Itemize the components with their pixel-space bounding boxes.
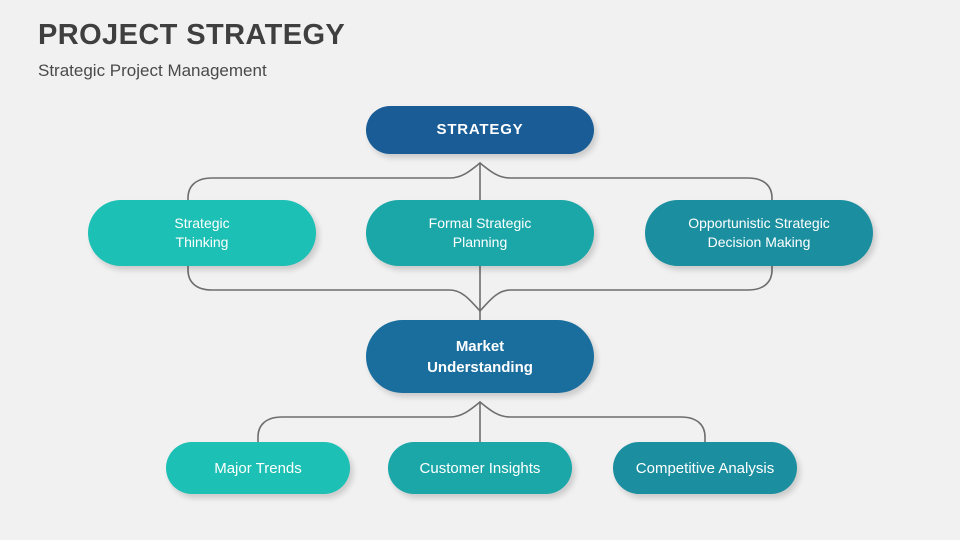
brace-level2-to-market [187,265,773,321]
node-competitive-analysis-label: Competitive Analysis [635,459,775,477]
node-formal-strategic-planning-label: Formal Strategic Planning [428,215,532,250]
node-competitive-analysis[interactable]: Competitive Analysis [613,442,797,494]
node-major-trends[interactable]: Major Trends [166,442,350,494]
node-opportunistic-strategic-decision-making[interactable]: Opportunistic Strategic Decision Making [645,200,873,266]
node-strategy[interactable]: STRATEGY [366,106,594,154]
node-formal-strategic-planning[interactable]: Formal Strategic Planning [366,200,594,266]
node-customer-insights[interactable]: Customer Insights [388,442,572,494]
node-major-trends-label: Major Trends [214,459,302,477]
node-strategic-thinking-label: Strategic Thinking [174,215,230,250]
slide-header: PROJECT STRATEGY Strategic Project Manag… [38,18,345,82]
node-market-understanding[interactable]: Market Understanding [366,320,594,393]
node-customer-insights-label: Customer Insights [419,459,541,477]
node-opportunistic-strategic-decision-making-label: Opportunistic Strategic Decision Making [688,215,830,250]
node-market-understanding-label: Market Understanding [427,337,533,376]
page-title: PROJECT STRATEGY [38,19,346,51]
brace-market-to-level4 [257,401,706,443]
node-strategic-thinking[interactable]: Strategic Thinking [88,200,316,266]
node-strategy-label: STRATEGY [436,121,524,138]
brace-strategy-to-level2 [187,162,773,201]
page-subtitle: Strategic Project Management [38,61,267,80]
